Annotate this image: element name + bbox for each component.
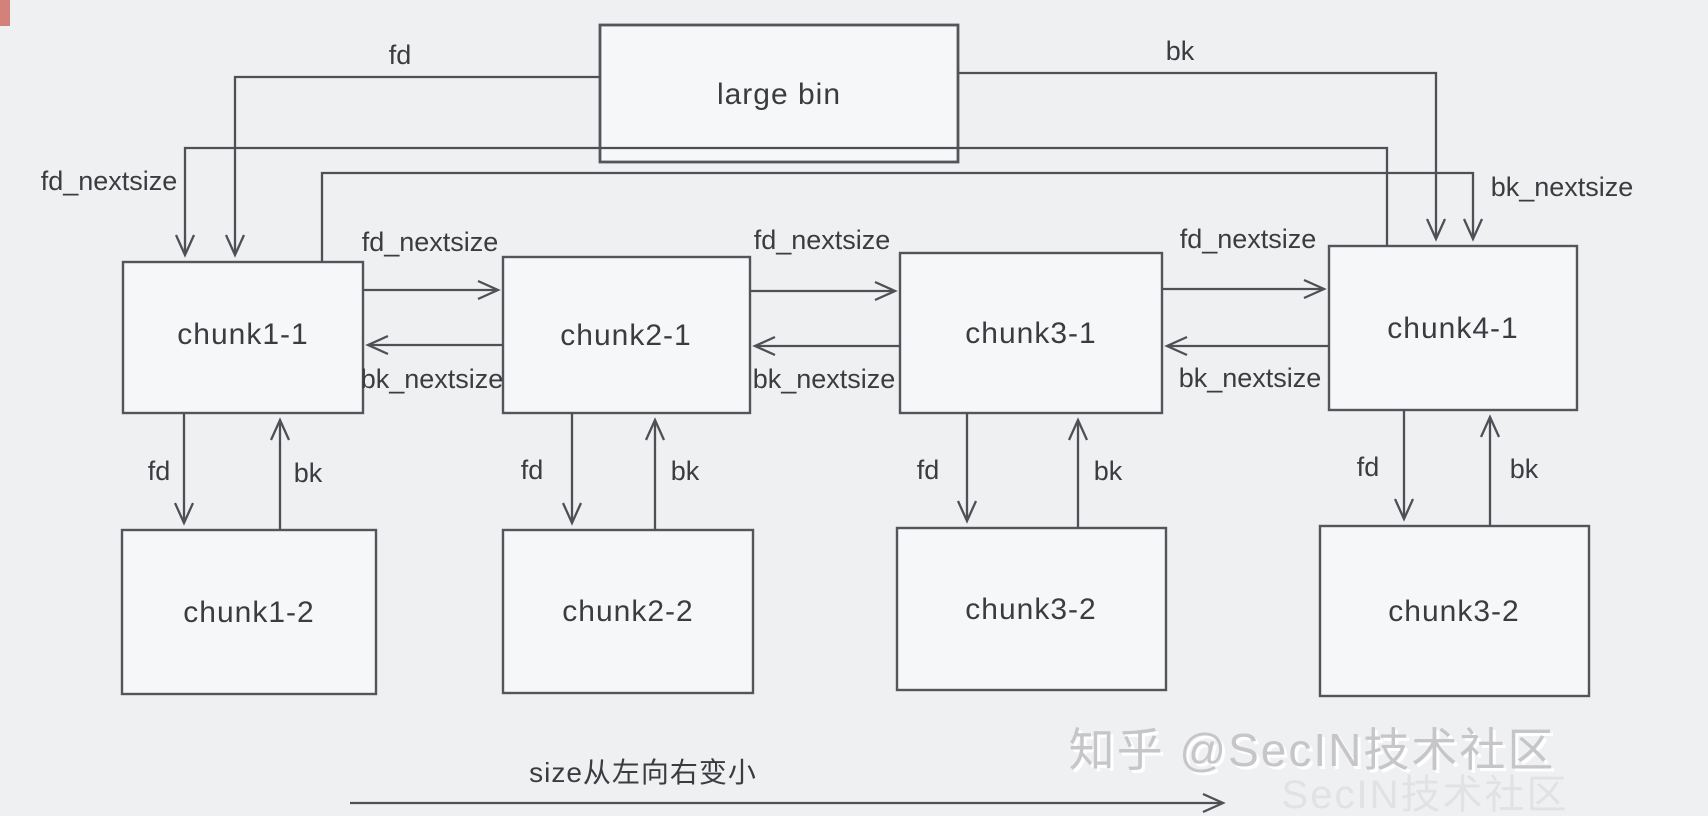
label-bk-nextsize-3: bk_nextsize (1179, 363, 1322, 393)
label-bk-nextsize-2: bk_nextsize (753, 364, 896, 394)
node-large-bin-label: large bin (717, 78, 841, 111)
links (173, 71, 1501, 814)
node-chunk3-1-label: chunk3-1 (965, 317, 1096, 350)
label-bin-bk: bk (1166, 36, 1195, 66)
node-chunk1-1-label: chunk1-1 (177, 318, 308, 351)
label-fd-col2: fd (521, 455, 544, 485)
link-bin-bk (958, 71, 1447, 242)
node-chunk1-2 (120, 528, 378, 696)
node-chunk3-2 (895, 526, 1168, 692)
link-bin-fd (224, 75, 600, 258)
label-bk-col1: bk (294, 458, 323, 488)
link-wrap-fd-nextsize (174, 146, 1389, 258)
size-order-caption: size从左向右变小 (529, 757, 757, 788)
label-bk-nextsize-1: bk_nextsize (361, 364, 504, 394)
edge-artifact-sliver (0, 0, 10, 26)
node-chunk1-1 (121, 260, 365, 415)
node-chunk2-1-label: chunk2-1 (560, 319, 691, 352)
label-fd-col3: fd (917, 455, 940, 485)
label-fd-col4: fd (1357, 452, 1380, 482)
label-wrap-fd-nextsize: fd_nextsize (41, 166, 178, 196)
edge-labels: fd bk fd_nextsize bk_nextsize fd_nextsiz… (41, 36, 1634, 488)
node-chunk1-2-label: chunk1-2 (183, 596, 314, 629)
label-bk-col4: bk (1510, 454, 1539, 484)
label-fd-nextsize-3: fd_nextsize (1180, 224, 1317, 254)
node-large-bin (598, 23, 960, 164)
label-fd-nextsize-2: fd_nextsize (754, 225, 891, 255)
node-chunk2-2-label: chunk2-2 (562, 595, 693, 628)
node-chunk3-1 (898, 251, 1164, 415)
watermark-text: 知乎 @SecIN技术社区 (1069, 724, 1556, 776)
watermark-shadow-text: 知乎 @SecIN技术社区 (1072, 727, 1559, 779)
label-bk-col3: bk (1094, 456, 1123, 486)
node-chunk3-2-label: chunk3-2 (965, 593, 1096, 626)
label-wrap-bk-nextsize: bk_nextsize (1491, 172, 1634, 202)
watermark-echo-text: SecIN技术社区 (1282, 773, 1569, 816)
node-chunk4-2-label: chunk3-2 (1388, 595, 1519, 628)
label-bin-fd: fd (389, 40, 412, 70)
label-bk-col2: bk (671, 456, 700, 486)
node-chunk4-2 (1318, 524, 1591, 698)
node-chunk2-2 (501, 528, 755, 695)
node-chunk4-1-label: chunk4-1 (1387, 312, 1518, 345)
nodes: large bin chunk1-1 chunk2-1 chunk3-1 chu… (120, 23, 1591, 698)
label-fd-nextsize-1: fd_nextsize (362, 227, 499, 257)
label-fd-col1: fd (148, 456, 171, 486)
link-wrap-bk-nextsize (320, 171, 1484, 262)
node-chunk4-1 (1327, 244, 1579, 412)
watermark: 知乎 @SecIN技术社区 知乎 @SecIN技术社区 SecIN技术社区 (1069, 724, 1569, 816)
node-chunk2-1 (501, 255, 752, 415)
